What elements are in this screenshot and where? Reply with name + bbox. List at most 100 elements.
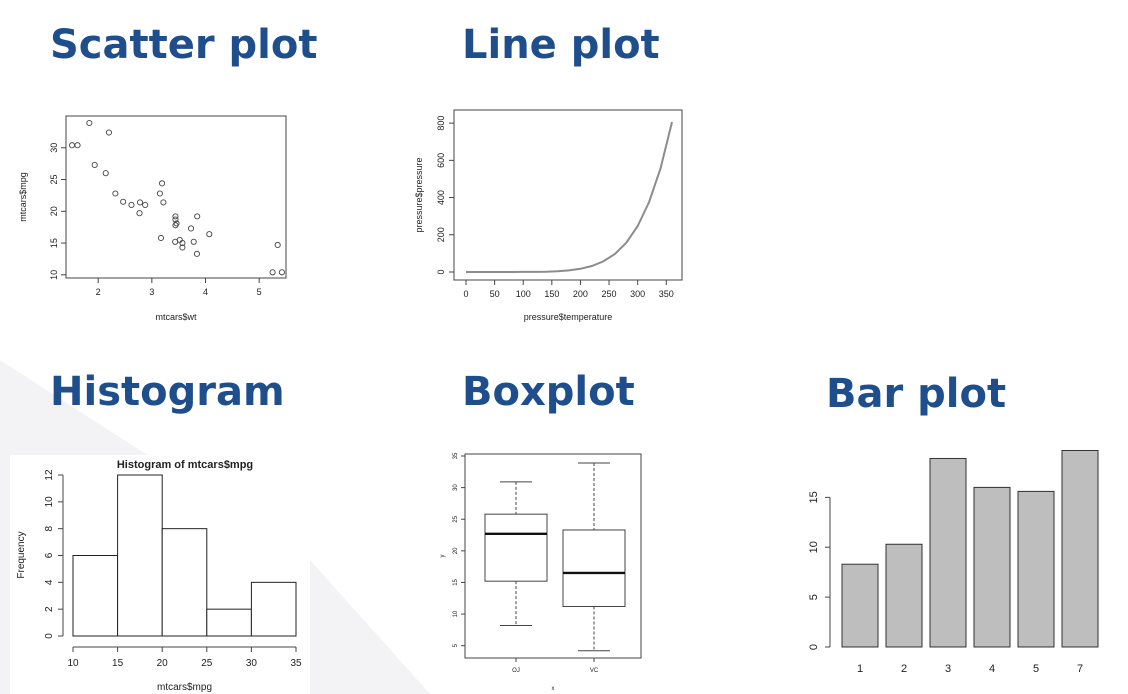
- x-tick-label: 30: [246, 658, 258, 669]
- x-tick-label: 15: [112, 658, 124, 669]
- y-tick-label: 25: [49, 175, 59, 185]
- y-tick-label: 12: [44, 469, 55, 481]
- heading-bar-plot: Bar plot: [826, 371, 1007, 417]
- x-tick-label: OJ: [512, 668, 520, 674]
- scatter-point: [136, 210, 143, 217]
- y-tick-label: 0: [808, 644, 820, 650]
- histogram-bar: [206, 608, 252, 637]
- histogram-bar: [161, 528, 208, 637]
- x-tick-label: 7: [1077, 663, 1083, 675]
- scatter-point: [179, 240, 186, 247]
- scatter-point: [269, 269, 276, 276]
- y-tick-label: 5: [453, 643, 459, 647]
- x-tick-label: 50: [490, 289, 500, 299]
- box-body: [484, 513, 548, 582]
- y-tick-label: 30: [453, 484, 459, 491]
- x-tick-label: 20: [157, 658, 169, 669]
- heading-histogram: Histogram: [50, 369, 285, 415]
- scatter-point: [172, 216, 179, 223]
- x-tick-label: 200: [573, 289, 588, 299]
- y-tick-label: 10: [808, 541, 820, 553]
- x-tick-label: 2: [96, 287, 101, 297]
- bar: [1061, 449, 1099, 648]
- scatter-point: [142, 201, 149, 208]
- scatter-point: [179, 244, 186, 251]
- scatter-point: [206, 231, 213, 238]
- scatter-point: [156, 190, 163, 197]
- x-tick-label: 5: [1033, 663, 1039, 675]
- y-tick-label: 15: [453, 578, 459, 585]
- y-tick-label: 800: [436, 116, 446, 131]
- y-axis-label: y: [440, 555, 446, 558]
- x-tick-label: 3: [149, 287, 154, 297]
- scatter-point: [172, 238, 179, 245]
- scatter-point: [69, 142, 76, 149]
- scatter-point: [160, 199, 167, 206]
- scatter-point: [190, 238, 197, 245]
- bar: [885, 543, 923, 648]
- scatter-point: [86, 119, 93, 127]
- y-tick-label: 15: [49, 238, 59, 248]
- scatter-point: [91, 161, 98, 168]
- x-tick-label: 300: [630, 289, 645, 299]
- y-tick-label: 200: [436, 227, 446, 242]
- x-tick-label: 4: [203, 287, 208, 297]
- y-tick-label: 10: [49, 270, 59, 280]
- heading-line-plot: Line plot: [462, 22, 660, 68]
- scatter-point: [74, 142, 81, 149]
- scatter-point: [136, 199, 144, 206]
- y-tick-label: 0: [436, 269, 446, 274]
- y-axis-label: Frequency: [16, 531, 27, 578]
- x-tick-label: 0: [463, 289, 468, 299]
- scatter-point: [128, 201, 135, 208]
- x-tick-label: 4: [989, 663, 995, 675]
- scatter-point: [172, 222, 179, 229]
- scatter-point: [158, 180, 166, 187]
- x-axis-label: mtcars$wt: [155, 312, 197, 322]
- y-tick-label: 10: [453, 610, 459, 617]
- scatter-point: [112, 190, 119, 197]
- scatter-point: [105, 129, 112, 136]
- scatter-point: [102, 170, 109, 177]
- bar: [1017, 490, 1055, 648]
- scatter-point: [120, 198, 127, 205]
- y-tick-label: 6: [44, 552, 55, 558]
- x-tick-label: 2: [901, 663, 907, 675]
- y-tick-label: 10: [44, 496, 55, 508]
- y-tick-label: 20: [453, 547, 459, 554]
- heading-boxplot: Boxplot: [462, 369, 635, 415]
- heading-scatter-plot: Scatter plot: [50, 22, 318, 68]
- y-axis-label: pressure$pressure: [414, 157, 424, 232]
- y-tick-label: 0: [44, 633, 55, 639]
- bar: [929, 457, 967, 648]
- x-tick-label: 3: [945, 663, 951, 675]
- scatter-point: [193, 250, 200, 257]
- series-line: [466, 121, 673, 273]
- y-tick-label: 25: [453, 515, 459, 522]
- x-axis-label: pressure$temperature: [524, 312, 613, 322]
- x-axis-label: mtcars$mpg: [157, 682, 212, 693]
- histogram-bar: [72, 555, 119, 637]
- y-tick-label: 5: [808, 594, 820, 600]
- scatter-point: [187, 225, 195, 232]
- x-axis-label: x: [552, 686, 555, 692]
- plot-frame: [453, 109, 683, 281]
- x-tick-label: 250: [602, 289, 617, 299]
- y-axis-label: mtcars$mpg: [18, 172, 28, 222]
- bar: [841, 563, 879, 648]
- y-tick-label: 400: [436, 190, 446, 205]
- x-tick-label: 100: [516, 289, 531, 299]
- y-tick-label: 4: [44, 579, 55, 585]
- x-tick-label: VC: [590, 668, 599, 674]
- histogram-bar: [250, 581, 297, 637]
- x-tick-label: 1: [857, 663, 863, 675]
- x-tick-label: 150: [544, 289, 559, 299]
- x-tick-label: 10: [67, 658, 79, 669]
- y-tick-label: 20: [49, 206, 59, 216]
- chart-title: Histogram of mtcars$mpg: [117, 459, 253, 471]
- histogram-bar: [117, 474, 163, 637]
